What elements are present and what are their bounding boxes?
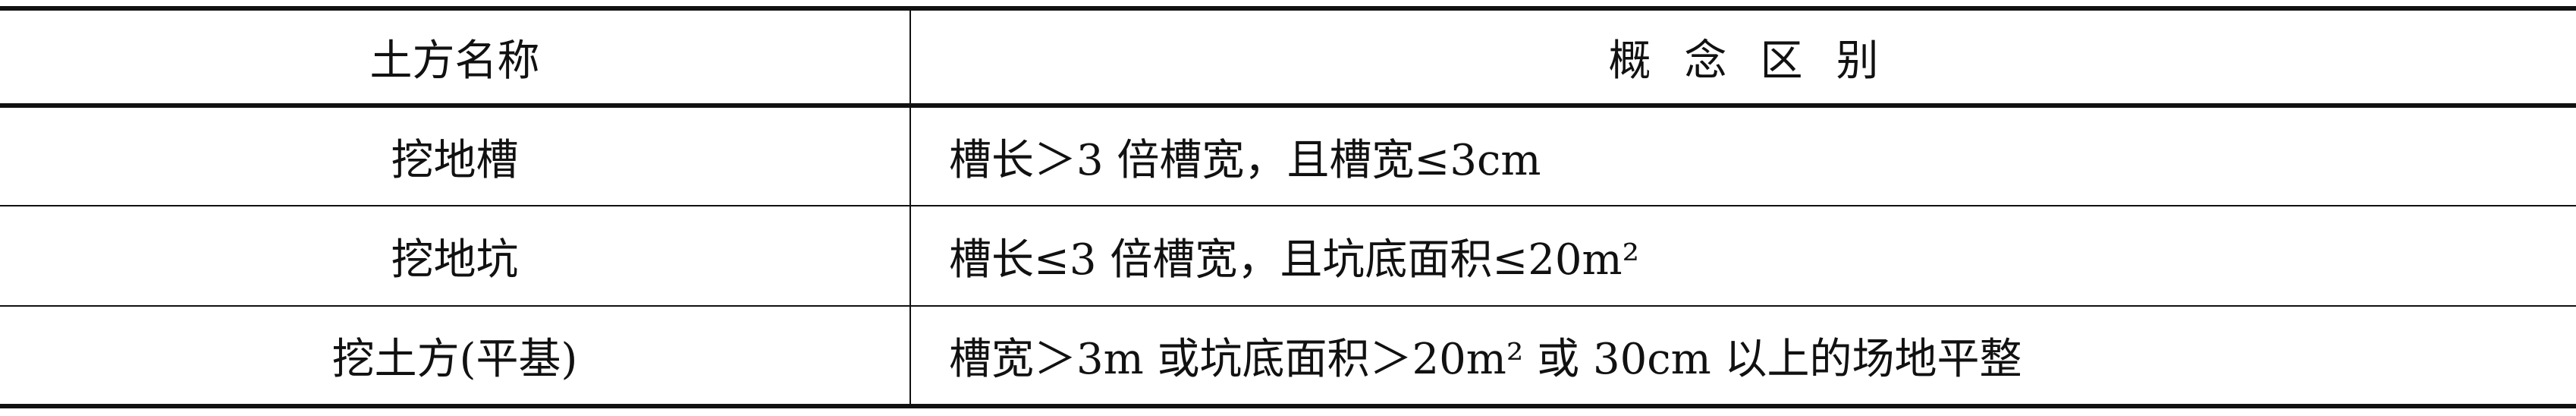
table-row: 挖地槽 槽长＞3 倍槽宽，且槽宽≤3cm <box>0 106 2576 206</box>
earthwork-table-container: 土方名称 概念区别 挖地槽 槽长＞3 倍槽宽，且槽宽≤3cm 挖地坑 槽长≤3 … <box>0 6 2576 408</box>
table-body: 挖地槽 槽长＞3 倍槽宽，且槽宽≤3cm 挖地坑 槽长≤3 倍槽宽，且坑底面积≤… <box>0 106 2576 408</box>
row-name-cell: 挖地坑 <box>0 206 911 307</box>
row-name-cell: 挖土方(平基) <box>0 306 911 408</box>
header-row: 土方名称 概念区别 <box>0 6 2576 108</box>
row-definition-cell: 槽长≤3 倍槽宽，且坑底面积≤20m² <box>910 206 2576 307</box>
header-concept-difference: 概念区别 <box>910 6 2576 108</box>
earthwork-classification-table: 土方名称 概念区别 挖地槽 槽长＞3 倍槽宽，且槽宽≤3cm 挖地坑 槽长≤3 … <box>0 6 2576 408</box>
row-definition-cell: 槽宽＞3m 或坑底面积＞20m² 或 30cm 以上的场地平整 <box>910 306 2576 408</box>
row-name-cell: 挖地槽 <box>0 106 911 206</box>
row-definition-cell: 槽长＞3 倍槽宽，且槽宽≤3cm <box>910 106 2576 206</box>
table-header: 土方名称 概念区别 <box>0 6 2576 108</box>
header-earthwork-name: 土方名称 <box>0 6 911 108</box>
table-row: 挖地坑 槽长≤3 倍槽宽，且坑底面积≤20m² <box>0 206 2576 307</box>
table-row: 挖土方(平基) 槽宽＞3m 或坑底面积＞20m² 或 30cm 以上的场地平整 <box>0 306 2576 408</box>
